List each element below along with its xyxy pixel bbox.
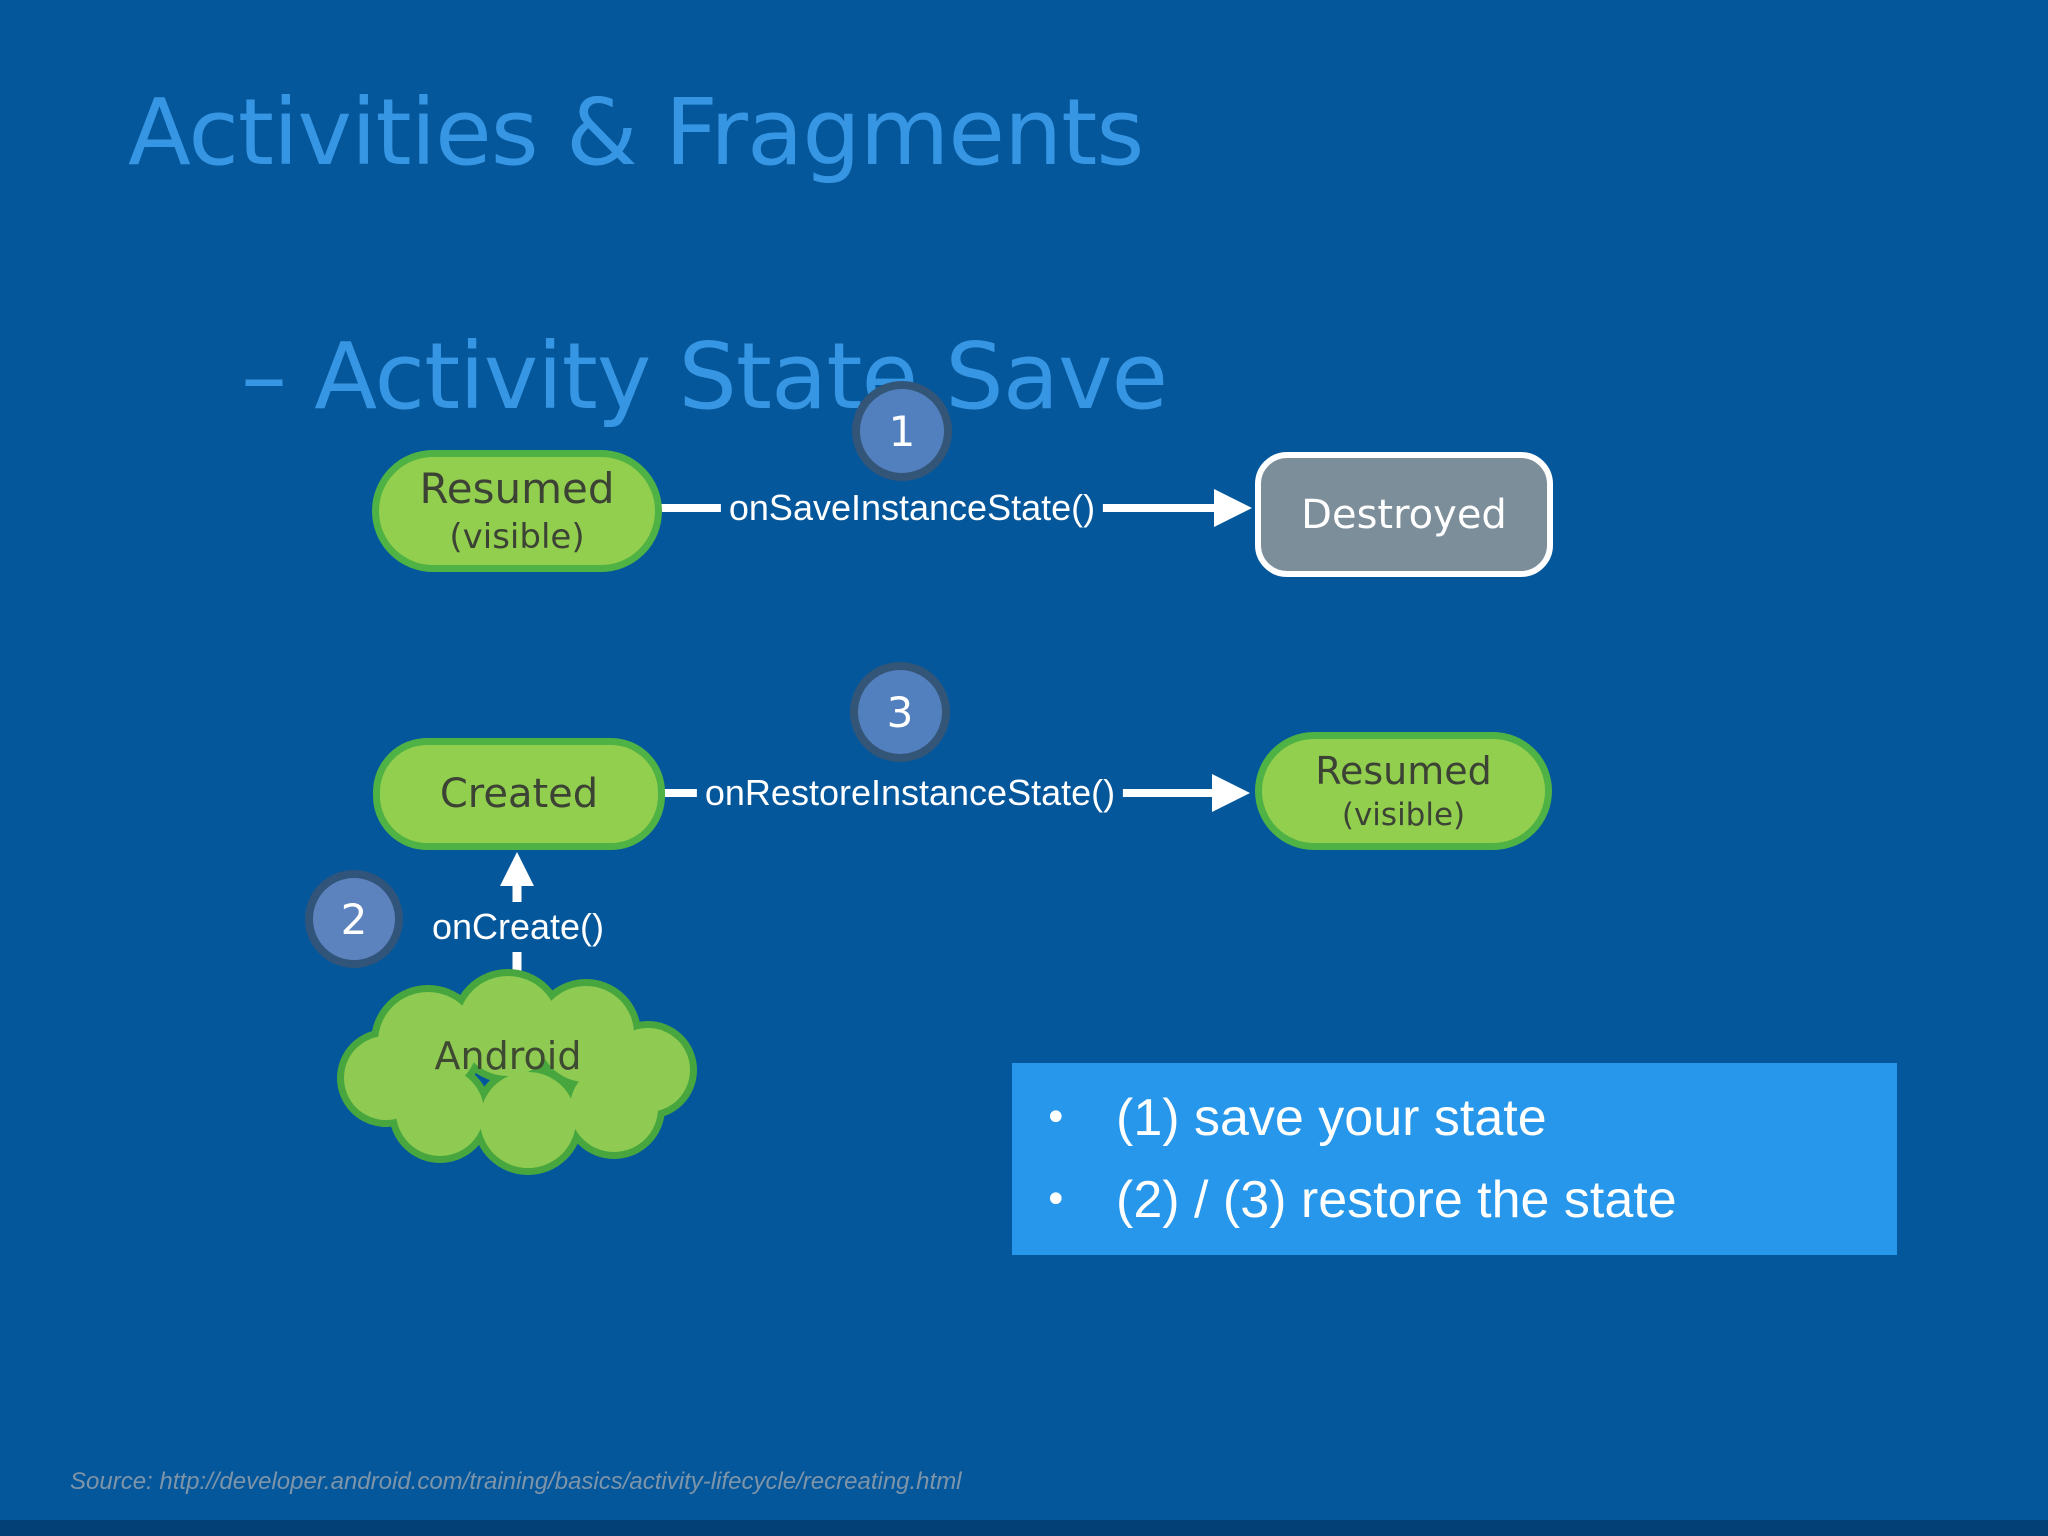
callout-text: (1) save your state (1116, 1089, 1547, 1147)
state-label: Created (439, 771, 599, 817)
state-node-created: Created (373, 738, 665, 850)
slide-bottom-edge (0, 1520, 2048, 1536)
callout-item: • (2) / (3) restore the state (1044, 1170, 1897, 1230)
cloud-shape (337, 969, 697, 1175)
state-label: Resumed (419, 464, 615, 513)
state-node-resumed-visible-2: Resumed (visible) (1255, 732, 1552, 850)
state-label: Resumed (1315, 749, 1492, 793)
state-node-destroyed: Destroyed (1255, 452, 1553, 577)
method-onRestoreInstanceState: onRestoreInstanceState() (696, 768, 1124, 818)
slide-title-line1: Activities & Fragments (128, 79, 1144, 186)
cloud-label-android: Android (434, 1034, 582, 1078)
step-number: 1 (888, 406, 916, 456)
callout-box: • (1) save your state • (2) / (3) restor… (1012, 1063, 1897, 1255)
state-sublabel: (visible) (449, 517, 585, 557)
step-number: 3 (886, 687, 914, 737)
method-onSaveInstanceState: onSaveInstanceState() (720, 483, 1104, 533)
step-badge-2: 2 (305, 870, 403, 968)
source-citation: Source: http://developer.android.com/tra… (70, 1468, 962, 1495)
bullet-icon: • (1044, 1177, 1068, 1223)
state-node-resumed-visible: Resumed (visible) (372, 450, 662, 572)
state-label: Destroyed (1301, 491, 1507, 538)
step-number: 2 (340, 894, 368, 944)
bullet-icon: • (1044, 1095, 1068, 1141)
step-badge-1: 1 (852, 381, 952, 481)
method-onCreate: onCreate() (423, 902, 613, 952)
callout-text: (2) / (3) restore the state (1116, 1171, 1677, 1229)
callout-item: • (1) save your state (1044, 1088, 1897, 1148)
state-sublabel: (visible) (1341, 797, 1466, 833)
slide-title-line2: – Activity State Save (240, 323, 1168, 430)
step-badge-3: 3 (850, 662, 950, 762)
